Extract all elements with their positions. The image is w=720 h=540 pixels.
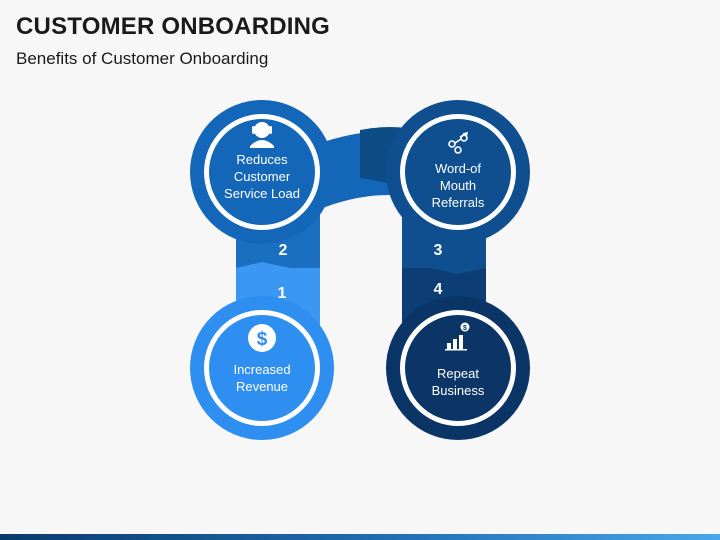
step-4-label-line-2: Business — [431, 383, 485, 398]
step-3-label-line-3: Referrals — [431, 195, 485, 210]
customer-service-agent-icon — [250, 122, 274, 148]
step-1-label-line-2: Revenue — [235, 379, 289, 394]
step-2-label-line-3: Service Load — [224, 186, 300, 201]
dollar-coin-icon: $ — [248, 324, 276, 352]
page-subtitle: Benefits of Customer Onboarding — [16, 49, 269, 68]
step-1-label: Increased Revenue — [212, 361, 312, 395]
svg-text:$: $ — [463, 325, 467, 332]
step-4-inner-circle — [405, 315, 511, 421]
step-1-label-line-1: Increased — [233, 362, 291, 377]
page-title: CUSTOMER ONBOARDING — [16, 13, 331, 40]
footer-accent-bar — [0, 534, 720, 540]
svg-text:$: $ — [257, 329, 268, 350]
step-3-label-line-1: Word-of — [435, 161, 481, 176]
step-3-number: 3 — [433, 242, 443, 259]
growth-chart-icon: $ — [445, 322, 470, 351]
step-2-number: 2 — [278, 242, 288, 259]
step-4-label: Repeat Business — [408, 365, 508, 399]
step-2-inner-circle — [209, 119, 315, 225]
step-1-number: 1 — [277, 285, 287, 302]
step-3-label-line-2: Mouth — [439, 178, 477, 193]
step-3-label: Word-of Mouth Referrals — [408, 160, 508, 211]
referral-network-icon — [448, 131, 469, 154]
step-2-label-line-2: Customer — [233, 169, 291, 184]
step-2-label-line-1: Reduces — [236, 152, 288, 167]
step-2-label: Reduces Customer Service Load — [212, 151, 312, 202]
step-4-number: 4 — [433, 281, 443, 298]
step-3-inner-circle — [405, 119, 511, 225]
step-1-inner-circle — [209, 315, 315, 421]
step-4-label-line-1: Repeat — [437, 366, 479, 381]
